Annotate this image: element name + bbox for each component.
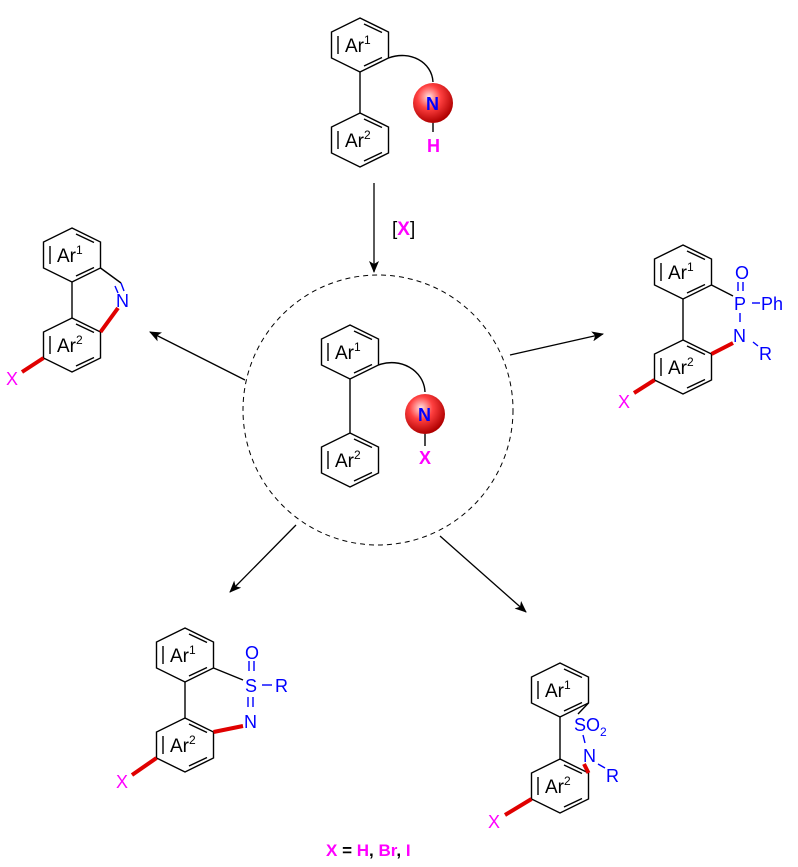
product-phosphonamide: Ar1 Ar2 O P Ph N R X <box>618 244 783 412</box>
ar1-label: Ar1 <box>57 243 83 267</box>
hydrogen-label: H <box>427 136 440 156</box>
ar2-label: Ar2 <box>170 733 196 757</box>
nitrogen-ball-icon <box>413 83 453 123</box>
reagent-label: [X] <box>392 219 415 240</box>
x-substituent-label: X <box>116 772 128 792</box>
x-substituent-label: X <box>419 448 431 468</box>
nitrogen-label: N <box>244 712 257 732</box>
x-substituent-label: X <box>6 369 18 389</box>
ar1-label: Ar1 <box>545 678 571 702</box>
oxygen-label: O <box>245 643 259 663</box>
r-group-label: R <box>606 766 619 786</box>
n-x-intermediate: Ar1 Ar2 N X <box>320 324 445 488</box>
ar1-label: Ar1 <box>345 33 371 57</box>
product-phenanthridine: Ar1 Ar2 N X <box>6 227 129 389</box>
arrow-to-phosphonamide <box>509 331 604 356</box>
ar2-label: Ar2 <box>345 128 371 152</box>
ar1-label: Ar1 <box>668 260 694 284</box>
arrow-to-phenanthridine <box>149 331 246 381</box>
nitrogen-label: N <box>426 94 439 114</box>
nitrogen-label: N <box>733 326 746 346</box>
phosphorus-label: P <box>734 294 746 314</box>
ar2-label: Ar2 <box>545 774 571 798</box>
ar1-label: Ar1 <box>170 643 196 667</box>
x-substituent-label: X <box>488 812 500 832</box>
r-group-label: R <box>275 676 288 696</box>
sulfonyl-label: SO2 <box>574 715 607 739</box>
phenyl-label: Ph <box>761 294 783 314</box>
nitrogen-label: N <box>418 405 431 425</box>
sulfur-label: S <box>245 676 257 696</box>
product-sultam: Ar1 Ar2 SO2 N R X <box>488 662 619 832</box>
r-group-label: R <box>759 344 772 364</box>
x-definition-caption: X = H, Br, I <box>326 841 411 860</box>
nitrogen-label: N <box>583 746 596 766</box>
x-substituent-label: X <box>618 392 630 412</box>
oxygen-label: O <box>735 263 749 283</box>
ar2-label: Ar2 <box>668 355 694 379</box>
intermediate-dashed-circle <box>242 274 514 546</box>
arrow-to-sultam <box>439 535 527 613</box>
ar2-label: Ar2 <box>335 448 361 472</box>
arrow-to-sulfoximine <box>229 524 297 593</box>
starting-material: Ar1 Ar2 N H <box>330 17 453 168</box>
nitrogen-ball-icon <box>405 394 445 434</box>
nitrogen-label: N <box>116 291 129 311</box>
ar2-label: Ar2 <box>57 333 83 357</box>
product-sulfoximine: Ar1 Ar2 O S R N X <box>116 627 288 792</box>
ar1-label: Ar1 <box>335 340 361 364</box>
